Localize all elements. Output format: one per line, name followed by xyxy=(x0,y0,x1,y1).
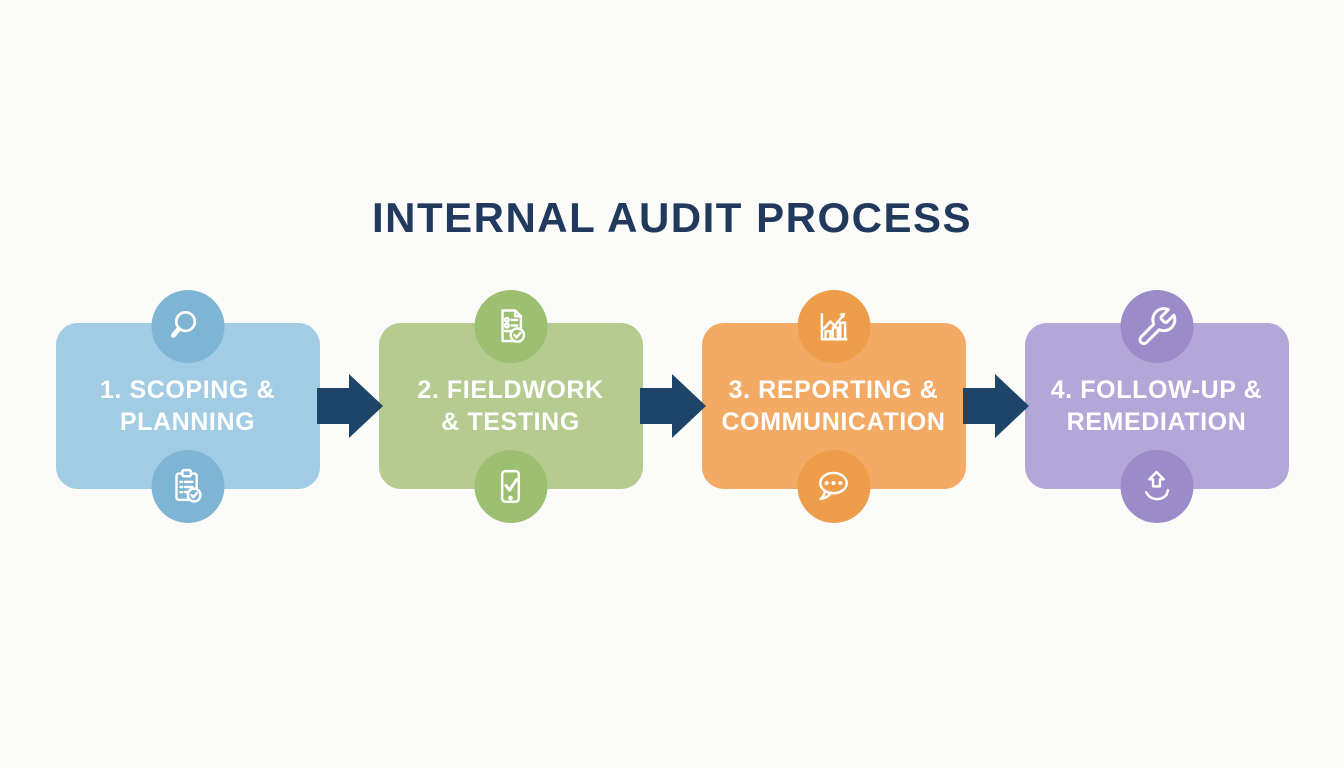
step-icon-badge xyxy=(474,450,547,523)
step-label: 2. FIELDWORK & TESTING xyxy=(417,375,604,437)
step-card-reporting-communication: 3. REPORTING & COMMUNICATION xyxy=(701,290,966,523)
tablet-check-icon xyxy=(500,469,521,503)
step-card-followup-remediation: 4. FOLLOW-UP & REMEDIATION xyxy=(1024,290,1289,523)
flow-diagram: 1. SCOPING & PLANNING xyxy=(0,290,1344,523)
step-icon-badge xyxy=(797,450,870,523)
flow-arrow xyxy=(316,374,383,438)
step-icon-badge xyxy=(151,290,224,363)
step-icon-badge xyxy=(474,290,547,363)
checklist-document-icon xyxy=(501,308,526,343)
step-label: 3. REPORTING & COMMUNICATION xyxy=(721,375,946,437)
bar-chart-growth-icon xyxy=(820,312,848,340)
wrench-icon xyxy=(1138,306,1177,345)
flow-arrow xyxy=(962,374,1029,438)
magnifier-icon xyxy=(170,310,197,338)
arrow-up-curve-icon xyxy=(1145,470,1170,500)
step-icon-badge xyxy=(1120,290,1193,363)
step-icon-badge xyxy=(797,290,870,363)
page-title: INTERNAL AUDIT PROCESS xyxy=(371,194,973,241)
clipboard-check-icon xyxy=(175,468,202,503)
flow-arrow xyxy=(639,374,706,438)
speech-bubble-icon xyxy=(819,471,848,500)
step-icon-badge xyxy=(151,450,224,523)
step-label: 4. FOLLOW-UP & REMEDIATION xyxy=(1050,375,1263,437)
step-label: 1. SCOPING & PLANNING xyxy=(99,375,276,437)
step-card-scoping-planning: 1. SCOPING & PLANNING xyxy=(55,290,320,523)
step-card-fieldwork-testing: 2. FIELDWORK & TESTING xyxy=(378,290,643,523)
step-icon-badge xyxy=(1120,450,1193,523)
